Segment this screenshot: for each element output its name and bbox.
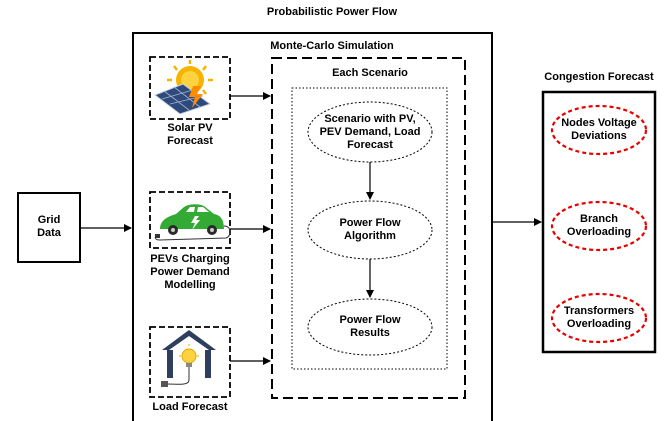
congestion-item-line: Overloading: [566, 318, 632, 330]
congestion-item-line: Nodes Voltage: [561, 117, 637, 129]
congestion-item-label: Nodes Voltage Deviations: [549, 117, 649, 143]
pev-label-line: PEVs Charging: [150, 253, 230, 265]
transformers-overloading-ellipse: [550, 292, 648, 344]
congestion-item-line: Deviations: [571, 130, 627, 142]
pev-box: [149, 191, 231, 249]
scenario-step-line: PEV Demand, Load: [319, 126, 421, 138]
scenario-step-label: Power Flow Algorithm: [308, 217, 432, 243]
scenario-step-line: Algorithm: [344, 230, 396, 242]
solar-pv-box: [149, 56, 231, 120]
house-lightbulb-icon: [161, 330, 216, 387]
solar-pv-label: Solar PV Forecast: [145, 122, 235, 148]
scenario-ellipse: [307, 101, 433, 163]
pev-label-line: Modelling: [164, 279, 216, 291]
each-scenario-title: Each Scenario: [332, 67, 408, 79]
scenario-step-line: Results: [350, 327, 390, 339]
pev-label-line: Power Demand: [150, 266, 230, 278]
power-flow-results-ellipse: [307, 298, 433, 356]
scenario-step-line: Scenario with PV,: [324, 113, 416, 125]
congestion-item-line: Transformers: [563, 305, 635, 317]
electric-car-icon: [154, 204, 231, 241]
scenario-step-label: Power Flow Results: [308, 314, 432, 340]
congestion-item-label: Branch Overloading: [549, 213, 649, 239]
solar-pv-label-line: Forecast: [167, 135, 213, 147]
load-forecast-label: Load Forecast: [152, 401, 228, 413]
congestion-title: Congestion Forecast: [544, 71, 654, 83]
load-forecast-box: [149, 326, 231, 398]
scenario-step-line: Power Flow: [339, 314, 401, 326]
grid-data-label-line: Grid: [37, 214, 61, 226]
scenario-step-line: Forecast: [347, 139, 393, 151]
monte-carlo-title: Monte-Carlo Simulation: [270, 40, 394, 52]
pev-label: PEVs Charging Power Demand Modelling: [135, 253, 245, 292]
solar-pv-label-line: Solar PV: [167, 122, 213, 134]
solar-panel-sun-icon: [153, 60, 213, 115]
grid-data-label: Grid Data: [18, 214, 80, 240]
page-title: Probabilistic Power Flow: [266, 6, 398, 18]
monte-carlo-frame: [132, 32, 493, 421]
grid-data-label-line: Data: [37, 227, 61, 239]
each-scenario-box: [271, 57, 466, 399]
scenario-inner-box: [291, 87, 448, 370]
congestion-item-label: Transformers Overloading: [549, 305, 649, 331]
congestion-item-line: Branch: [580, 213, 618, 225]
congestion-item-line: Overloading: [566, 226, 632, 238]
scenario-step-label: Scenario with PV, PEV Demand, Load Forec…: [308, 113, 432, 152]
scenario-step-line: Power Flow: [339, 217, 401, 229]
congestion-forecast-box: [541, 90, 657, 354]
branch-overloading-ellipse: [550, 200, 648, 252]
nodes-voltage-ellipse: [550, 104, 648, 156]
